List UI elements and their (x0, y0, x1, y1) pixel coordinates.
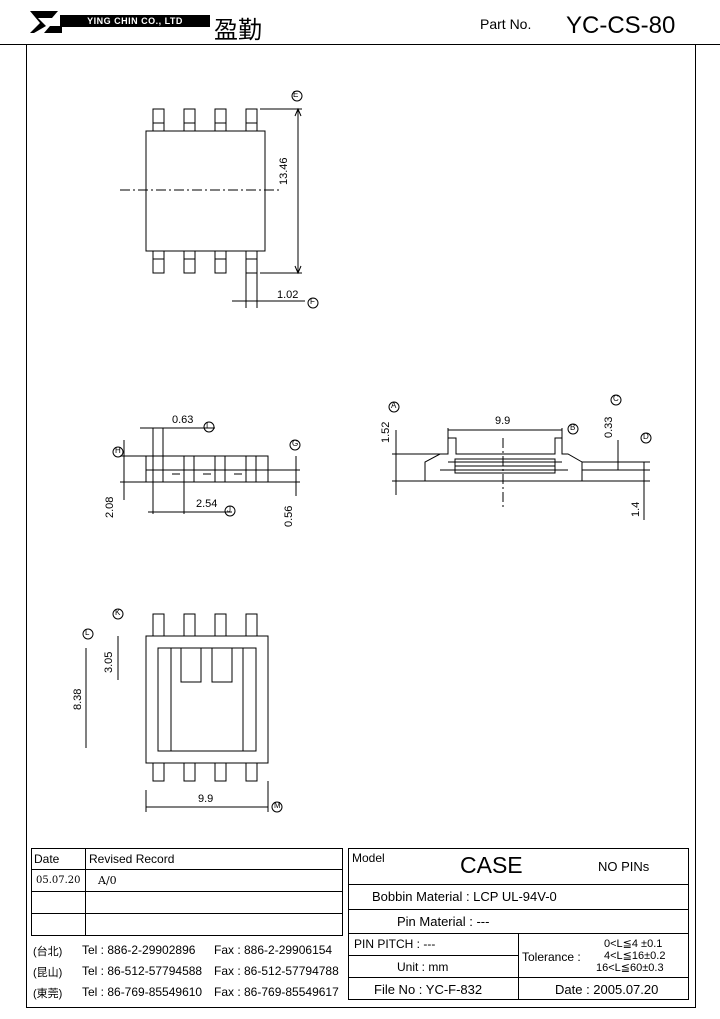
revision-row-line-3 (31, 913, 343, 914)
revision-table (31, 848, 343, 936)
bobbin-material: Bobbin Material : LCP UL-94V-0 (372, 889, 557, 904)
spec-line-1 (348, 884, 689, 885)
contact-fax-1: Fax : 886-2-29906154 (214, 943, 333, 957)
part-no-label: Part No. (480, 16, 532, 32)
revision-row-record: A/0 (98, 874, 117, 887)
dim-bottom-width: 9.9 (198, 793, 214, 805)
profile-view (388, 394, 652, 520)
ref-c: C (613, 394, 619, 403)
ref-h: H (115, 446, 121, 455)
tolerance-row-3: 16<L≦60±0.3 (596, 962, 664, 974)
bottom-view (82, 608, 283, 813)
pin-material: Pin Material : --- (397, 914, 490, 929)
revision-row-line-1 (31, 869, 343, 870)
contact-tel-2: Tel : 86-512-57794588 (82, 964, 203, 978)
contact-city-3: (東莞) (33, 988, 63, 1000)
contact-fax-3: Fax : 86-769-85549617 (214, 985, 339, 999)
tolerance-label: Tolerance : (522, 950, 581, 964)
ref-m: M (274, 801, 281, 810)
side-view (112, 421, 301, 517)
pin-pitch: PIN PITCH : --- (354, 937, 436, 951)
ref-b: B (570, 423, 576, 432)
contact-tel-1: Tel : 886-2-29902896 (82, 943, 196, 957)
dim-top-pin: 1.02 (277, 289, 299, 301)
dim-side-base: 0.56 (283, 505, 295, 527)
logo-mark-icon (30, 11, 62, 33)
ref-l: L (85, 628, 90, 637)
spec-divider (518, 933, 519, 1000)
ref-e: E (293, 90, 299, 99)
dim-side-pin-width: 0.63 (172, 414, 194, 426)
company-logo-icon (30, 11, 62, 33)
unit: Unit : mm (397, 960, 449, 974)
tolerance-row-2: 4<L≦16±0.2 (604, 950, 666, 962)
model-value: CASE (460, 852, 523, 878)
pins-value: NO PINs (598, 859, 650, 874)
ref-i: I (206, 421, 209, 430)
tolerance-row-1: 0<L≦4 ±0.1 (604, 938, 663, 950)
revision-header-record: Revised Record (89, 852, 175, 866)
model-label: Model (352, 851, 385, 865)
spec-line-4 (348, 955, 518, 956)
part-no-value: YC-CS-80 (566, 12, 676, 39)
top-view (120, 90, 319, 309)
file-no: File No : YC-F-832 (374, 982, 483, 997)
dim-side-height: 2.08 (104, 496, 116, 518)
company-name: YING CHIN CO., LTD (60, 15, 210, 27)
revision-col-divider (85, 848, 86, 936)
dim-side-pitch: 2.54 (196, 498, 218, 510)
header-rule (0, 44, 720, 45)
ref-a: A (391, 401, 397, 410)
dim-bottom-depth: 3.05 (103, 651, 115, 673)
ref-j: J (227, 505, 231, 514)
contact-city-2: (昆山) (33, 967, 63, 979)
company-chinese-name: 盈勤 (214, 16, 262, 44)
ref-k: K (115, 608, 121, 617)
revision-row-line-2 (31, 891, 343, 892)
drawing-date: Date : 2005.07.20 (555, 982, 659, 997)
ref-g: G (292, 439, 299, 448)
contact-tel-3: Tel : 86-769-85549610 (82, 985, 203, 999)
contact-fax-2: Fax : 86-512-57794788 (214, 964, 339, 978)
dim-profile-width: 9.9 (495, 415, 511, 427)
dim-profile-depth: 1.4 (630, 501, 642, 517)
revision-header-date: Date (34, 852, 60, 866)
dim-profile-step: 0.33 (603, 416, 615, 438)
dim-top-height: 13.46 (278, 157, 290, 185)
revision-row-date: 05.07.20 (36, 875, 81, 886)
spec-line-2 (348, 909, 689, 910)
top-pins (152, 108, 258, 274)
dim-bottom-length: 8.38 (72, 688, 84, 710)
drawing-frame (26, 45, 696, 1008)
contact-city-1: (台北) (33, 946, 63, 958)
ref-f: F (310, 297, 315, 306)
dim-profile-top: 1.52 (380, 421, 392, 443)
ref-d: D (643, 432, 649, 441)
